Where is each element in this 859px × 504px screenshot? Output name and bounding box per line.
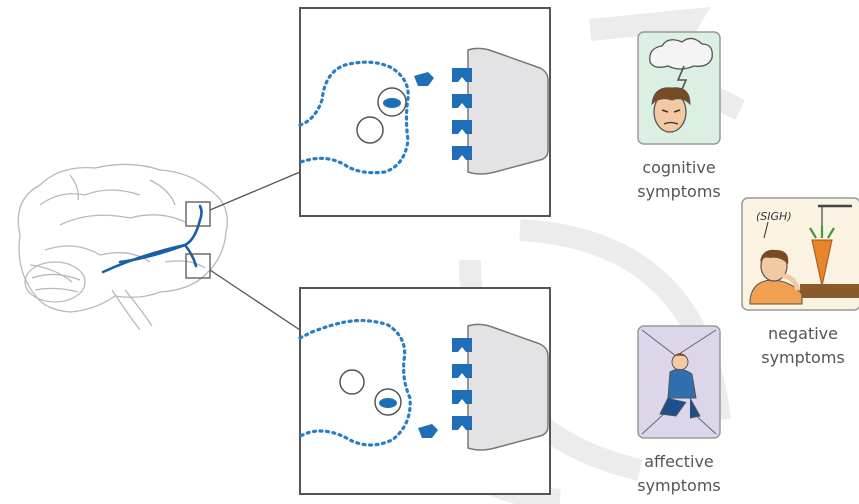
sighing-person-icon [749, 249, 803, 305]
dopamine-pathway [101, 204, 203, 274]
presynaptic-terminal [298, 60, 410, 175]
negative-symptoms-icon [741, 197, 859, 311]
postsynaptic-neuron [467, 47, 549, 175]
storm-cloud-icon [649, 37, 713, 70]
receptors [452, 68, 472, 160]
region-box-top [185, 201, 211, 227]
affective-symptoms-icon [637, 325, 721, 439]
receptors [452, 338, 472, 430]
transporter [379, 398, 397, 408]
synapse-panel-top [298, 7, 551, 217]
transporter [383, 98, 401, 108]
brain-sagittal-icon [17, 163, 228, 331]
sigh-speech-text: (SIGH) [756, 210, 792, 223]
callout-line-top [209, 171, 301, 211]
callout-line-bottom [209, 269, 301, 331]
region-box-bottom [185, 253, 211, 279]
vesicle [356, 116, 384, 144]
synapse-panel-bottom [298, 287, 551, 495]
dopamine-molecule [418, 424, 438, 438]
cognitive-symptoms-icon [637, 31, 721, 145]
dopamine-molecule [414, 72, 434, 86]
crouching-person-icon [659, 353, 701, 419]
vesicle [339, 369, 365, 395]
presynaptic-terminal [298, 318, 412, 447]
carrot-icon [811, 239, 833, 287]
postsynaptic-neuron [467, 323, 549, 451]
